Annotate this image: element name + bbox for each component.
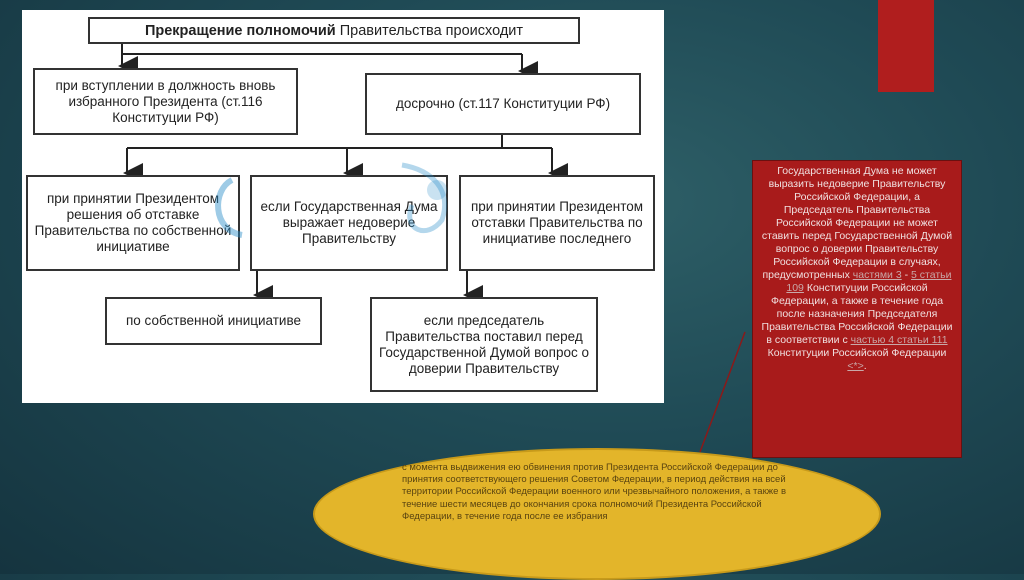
flowchart-image: Прекращение полномочий Правительства про…	[22, 10, 664, 403]
box-early: досрочно (ст.117 Конституции РФ)	[365, 73, 641, 135]
note-end: .	[863, 360, 867, 372]
box-confidence-question: если председатель Правительства поставил…	[370, 297, 598, 392]
title-rest: Правительства происходит	[335, 22, 524, 39]
connectors	[118, 44, 568, 305]
link-footnote[interactable]: <*>	[847, 360, 864, 372]
link-article-109[interactable]: 5 статьи 109	[786, 269, 952, 294]
yellow-ellipse	[313, 448, 881, 580]
ellipse-text: с момента выдвижения ею обвинения против…	[402, 462, 787, 522]
link-parts-3[interactable]: частями 3	[852, 269, 902, 281]
box-duma-distrust: если Государственная Дума выражает недов…	[250, 175, 448, 271]
title-bold: Прекращение полномочий	[144, 22, 336, 39]
note-dash: -	[901, 269, 912, 281]
link-article-111[interactable]: частью 4 статьи 111	[850, 334, 948, 346]
title-box: Прекращение полномочий Правительства про…	[88, 17, 580, 44]
box-own-initiative: по собственной инициативе	[105, 297, 322, 345]
decorative-red-bar	[878, 0, 934, 92]
box-president-decision: при принятии Президентом решения об отст…	[26, 175, 240, 271]
box-resignation-accepted: при принятии Президентом отставки Правит…	[459, 175, 655, 271]
note-box: Государственная Дума не может выразить н…	[752, 160, 962, 458]
note-text: Государственная Дума не может выразить н…	[761, 165, 953, 281]
note-text-2: Конституции Российской Федерации, а такж…	[761, 282, 953, 346]
box-new-president: при вступлении в должность вновь избранн…	[33, 68, 298, 135]
note-text-3: Конституции Российской Федерации	[767, 347, 947, 359]
